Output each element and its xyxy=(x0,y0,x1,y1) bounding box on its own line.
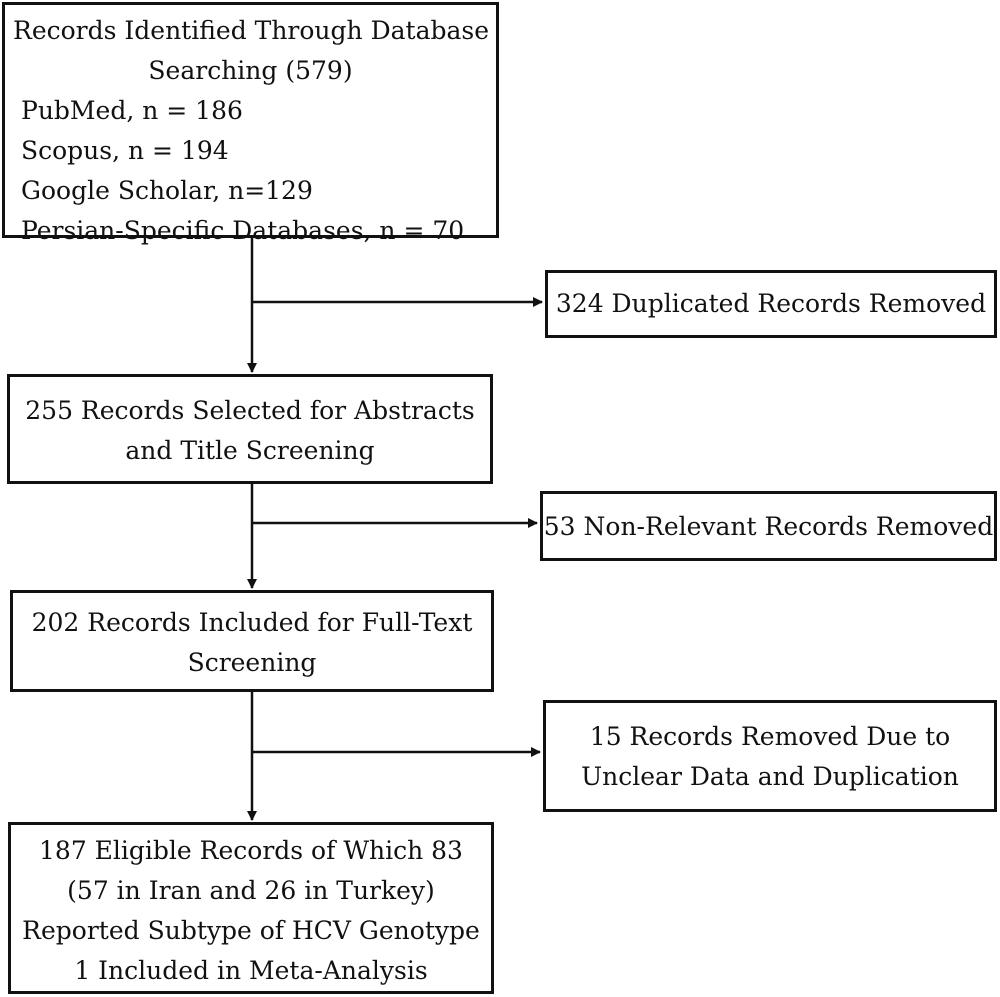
nonrelevant-text: 53 Non-Relevant Records Removed xyxy=(543,512,994,541)
screening-box: 255 Records Selected for Abstracts and T… xyxy=(7,374,493,484)
eligible-box: 187 Eligible Records of Which 83 (57 in … xyxy=(8,822,494,994)
source-google-scholar: Google Scholar, n=129 xyxy=(21,176,313,205)
fulltext-line-2: Screening xyxy=(187,648,317,677)
identified-title-line-1: Records Identified Through Database xyxy=(13,16,490,45)
eligible-line-3: Reported Subtype of HCV Genotype xyxy=(22,916,480,945)
source-persian-databases: Persian-Specific Databases, n = 70 xyxy=(21,216,465,245)
unclear-line-1: 15 Records Removed Due to xyxy=(589,722,951,751)
source-scopus: Scopus, n = 194 xyxy=(21,136,229,165)
screening-line-2: and Title Screening xyxy=(125,436,375,465)
duplicates-box: 324 Duplicated Records Removed xyxy=(545,270,997,338)
identified-box: Records Identified Through Database Sear… xyxy=(2,2,499,245)
eligible-line-4: 1 Included in Meta-Analysis xyxy=(74,956,428,985)
unclear-line-2: Unclear Data and Duplication xyxy=(581,762,959,791)
nonrelevant-box: 53 Non-Relevant Records Removed xyxy=(540,491,997,561)
screening-line-1: 255 Records Selected for Abstracts xyxy=(25,396,475,425)
eligible-line-1: 187 Eligible Records of Which 83 xyxy=(39,836,463,865)
fulltext-line-1: 202 Records Included for Full-Text xyxy=(31,608,473,637)
fulltext-box: 202 Records Included for Full-Text Scree… xyxy=(10,590,494,692)
duplicates-text: 324 Duplicated Records Removed xyxy=(555,289,987,318)
eligible-line-2: (57 in Iran and 26 in Turkey) xyxy=(67,876,435,905)
unclear-box: 15 Records Removed Due to Unclear Data a… xyxy=(543,700,997,812)
source-pubmed: PubMed, n = 186 xyxy=(21,96,243,125)
identified-title-line-2: Searching (579) xyxy=(148,56,353,85)
